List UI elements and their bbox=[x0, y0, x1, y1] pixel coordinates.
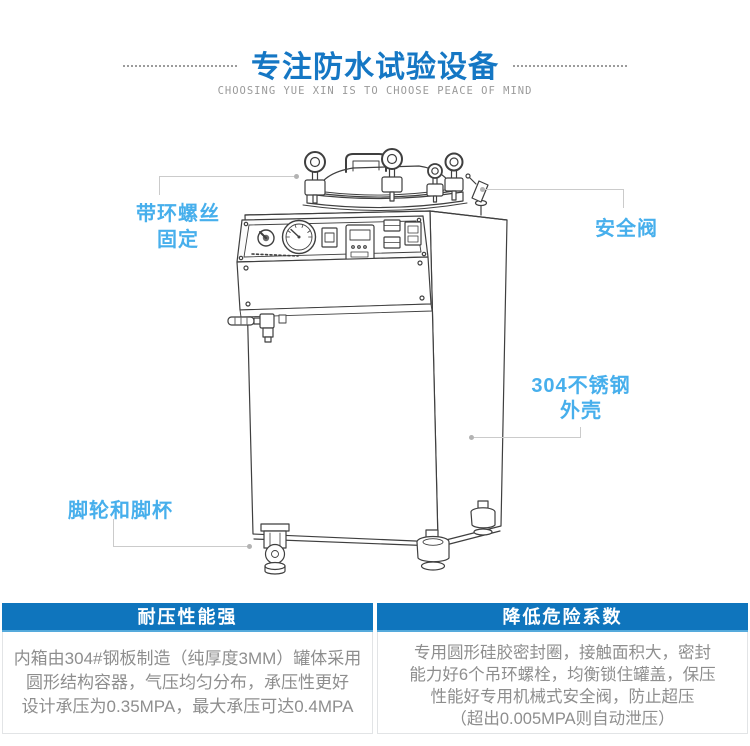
header-title-row: 专注防水试验设备 bbox=[0, 42, 750, 86]
callout-shell-line2: 外壳 bbox=[560, 400, 602, 422]
callout-casters: 脚轮和脚杯 bbox=[68, 500, 173, 522]
casters-leader-line bbox=[113, 546, 251, 547]
callout-shell-line1: 304不锈钢 bbox=[531, 375, 631, 397]
panel-header-safety: 降低危险系数 bbox=[377, 603, 748, 632]
lid-collar bbox=[306, 191, 464, 209]
callout-ring-screw-line2: 固定 bbox=[157, 229, 199, 251]
safety-valve-leader-stub bbox=[623, 189, 624, 208]
title-dotted-line-left bbox=[123, 64, 237, 67]
eye-bolt-4 bbox=[444, 152, 464, 201]
foot-cup-rear-right bbox=[470, 500, 496, 536]
feature-panels: 耐压性能强 内箱由304#钢板制造（纯厚度3MM）罐体采用 圆形结构容器，气压均… bbox=[2, 603, 748, 734]
eye-bolt-2 bbox=[381, 148, 403, 202]
feature-panel-safety: 降低危险系数 专用圆形硅胶密封圈，接触面积大，密封 能力好6个吊环螺栓，均衡锁住… bbox=[377, 603, 748, 734]
panel-text-line: 圆形结构容器，气压均匀分布，承压性更好 bbox=[26, 673, 349, 692]
drain-valve bbox=[227, 313, 287, 343]
page-subtitle: CHOOSING YUE XIN IS TO CHOOSE PEACE OF M… bbox=[217, 85, 533, 97]
safety-valve bbox=[465, 173, 489, 216]
panel-body-safety: 专用圆形硅胶密封圈，接触面积大，密封 能力好6个吊环螺栓，均衡锁住罐盖，保压 性… bbox=[377, 632, 748, 734]
panel-text-line: 专用圆形硅胶密封圈，接触面积大，密封 bbox=[414, 644, 711, 662]
caster-front-left bbox=[260, 523, 290, 575]
timer-controller bbox=[345, 224, 375, 263]
rocker-switches bbox=[383, 219, 401, 249]
eye-bolt-3 bbox=[426, 163, 444, 203]
machine-illustration bbox=[227, 148, 508, 575]
cabinet-side-face bbox=[429, 210, 508, 543]
callout-shell: 304不锈钢 外壳 bbox=[522, 374, 640, 424]
switch-box bbox=[321, 227, 338, 248]
title-dotted-line-right bbox=[513, 64, 627, 67]
pressure-gauge bbox=[281, 219, 317, 255]
casters-leader-stub bbox=[113, 519, 114, 547]
power-socket bbox=[404, 221, 422, 246]
panel-text-line: （超出0.005MPA则自动泄压） bbox=[450, 710, 675, 728]
panel-text-line: 能力好6个吊环螺栓，均衡锁住罐盖，保压 bbox=[409, 666, 716, 684]
page-title: 专注防水试验设备 bbox=[251, 51, 499, 84]
panel-header-pressure: 耐压性能强 bbox=[2, 603, 373, 632]
panel-text-line: 内箱由304#钢板制造（纯厚度3MM）罐体采用 bbox=[13, 649, 362, 668]
foot-cup-front-right bbox=[416, 529, 450, 571]
panel-text-line: 设计承压为0.35MPA，最大承压可达0.4MPA bbox=[21, 697, 354, 716]
panel-body-pressure: 内箱由304#钢板制造（纯厚度3MM）罐体采用 圆形结构容器，气压均匀分布，承压… bbox=[2, 632, 373, 734]
callout-safety-valve: 安全阀 bbox=[595, 218, 658, 240]
callout-ring-screw: 带环螺丝 固定 bbox=[118, 201, 238, 253]
ring-screw-leader-line bbox=[159, 176, 296, 177]
safety-valve-leader-dot bbox=[480, 187, 485, 192]
panel-text-line: 性能好专用机械式安全阀，防止超压 bbox=[430, 688, 695, 706]
casters-leader-dot bbox=[247, 544, 252, 549]
safety-valve-leader-line bbox=[484, 189, 623, 190]
ring-screw-leader-stub bbox=[159, 176, 160, 195]
ring-screw-leader-dot bbox=[294, 174, 299, 179]
callout-ring-screw-line1: 带环螺丝 bbox=[136, 203, 220, 225]
shell-leader-line bbox=[474, 437, 581, 438]
shell-leader-stub bbox=[580, 427, 581, 438]
lid-flange bbox=[302, 202, 468, 212]
eye-bolt-1 bbox=[304, 151, 326, 204]
control-panel bbox=[236, 215, 433, 318]
shell-leader-dot bbox=[469, 435, 474, 440]
feature-panel-pressure: 耐压性能强 内箱由304#钢板制造（纯厚度3MM）罐体采用 圆形结构容器，气压均… bbox=[2, 603, 373, 734]
